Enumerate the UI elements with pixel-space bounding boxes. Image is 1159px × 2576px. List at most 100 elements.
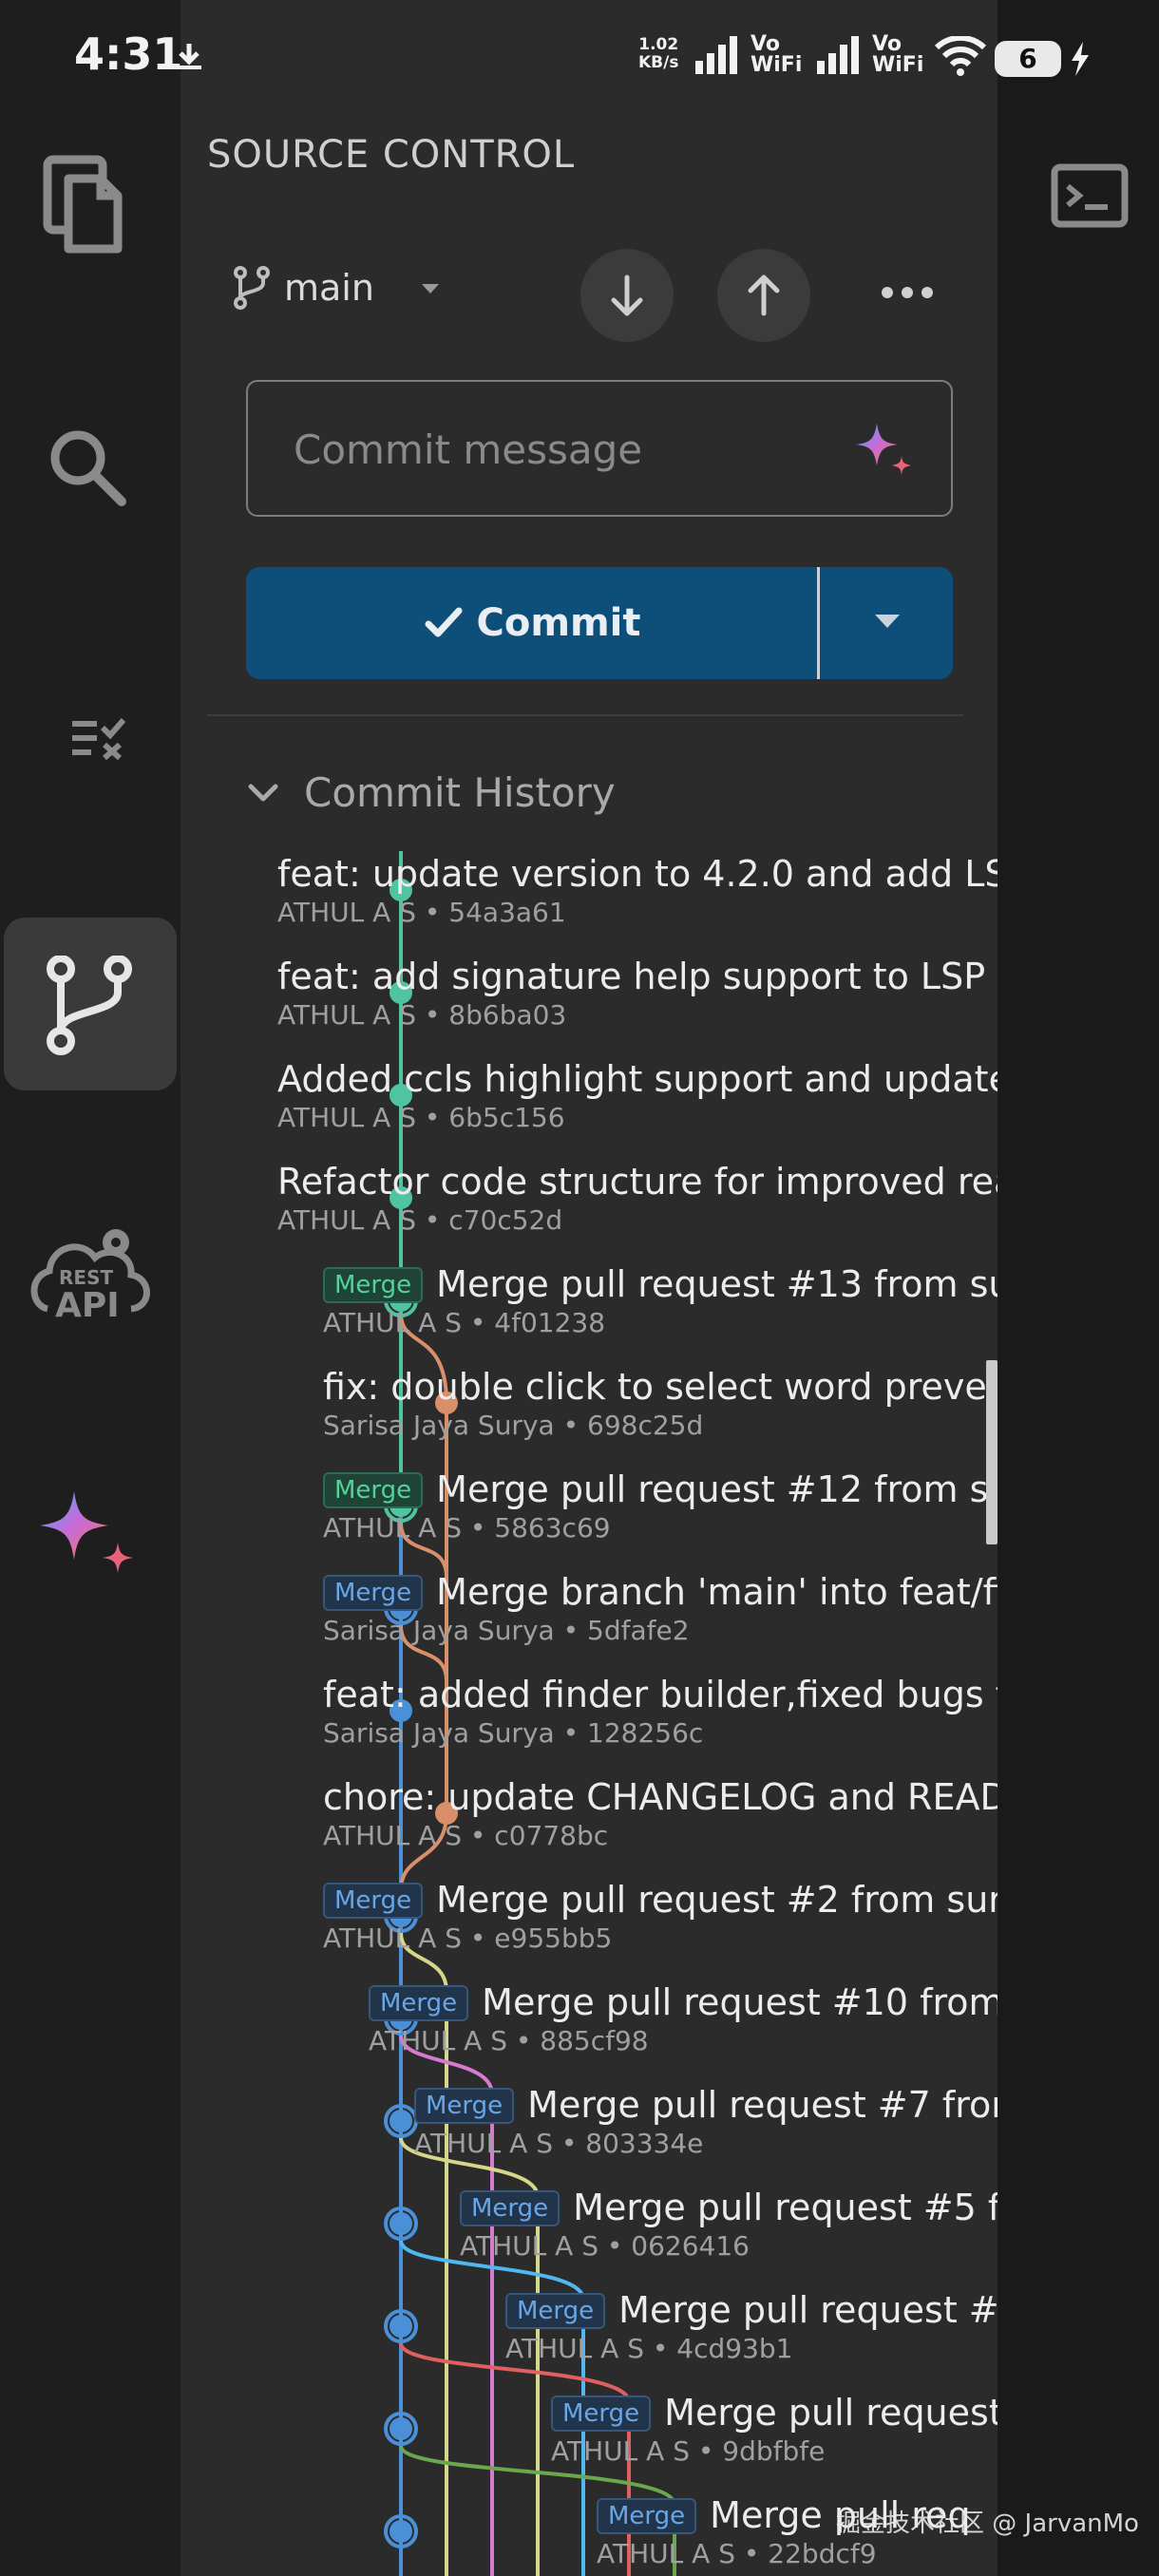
commit-meta: ATHUL A S • 54a3a61 xyxy=(277,897,998,929)
graph-edge xyxy=(399,1932,448,1993)
commit-title-line: Added ccls highlight support and updated xyxy=(277,1058,998,1100)
graph-node xyxy=(390,1186,412,1209)
push-button[interactable] xyxy=(717,249,810,342)
more-options-button[interactable] xyxy=(874,266,940,323)
commit-history-label: Commit History xyxy=(304,769,616,816)
commit-meta: ATHUL A S • 9dbfbfe xyxy=(551,2435,998,2468)
graph-node xyxy=(390,1084,412,1107)
watermark: 掘金技术社区 @ JarvanMo xyxy=(836,2510,1139,2538)
ai-sparkle-icon[interactable] xyxy=(40,1487,139,1590)
status-time: 4:31 xyxy=(74,28,183,80)
commit-options-dropdown[interactable] xyxy=(817,567,953,679)
commit-hash: c0778bc xyxy=(494,1820,609,1851)
graph-edge xyxy=(399,2445,676,2506)
ai-generate-icon[interactable] xyxy=(854,420,917,483)
commit-title: Merge pull request #13 from sur xyxy=(436,1263,998,1305)
pull-button[interactable] xyxy=(580,249,674,342)
commit-history-header[interactable]: Commit History xyxy=(247,769,616,816)
commit-meta: Sarisa Jaya Surya • 698c25d xyxy=(323,1410,998,1442)
graph-edge xyxy=(399,1812,448,1891)
terminal-icon[interactable] xyxy=(1051,163,1129,232)
meta-separator: • xyxy=(415,897,449,928)
commit-title-line: feat: update version to 4.2.0 and add LS… xyxy=(277,853,998,895)
branch-selector[interactable]: main xyxy=(233,266,446,310)
net-speed-unit: KB/s xyxy=(638,53,679,72)
commit-row[interactable]: Refactor code structure for improved rea… xyxy=(277,1161,998,1237)
net-speed: 1.02 KB/s xyxy=(638,36,678,72)
commit-hash: e955bb5 xyxy=(494,1923,613,1954)
commit-hash: 4cd93b1 xyxy=(676,2333,793,2364)
panel-title: SOURCE CONTROL xyxy=(207,133,576,177)
commit-meta: ATHUL A S • 885cf98 xyxy=(369,2025,998,2057)
meta-separator: • xyxy=(554,1410,588,1441)
vowifi-1-top: Vo xyxy=(750,32,780,56)
files-icon[interactable] xyxy=(38,152,137,260)
meta-separator: • xyxy=(415,1204,449,1236)
commit-author: ATHUL A S xyxy=(460,2230,598,2262)
scrollbar-thumb[interactable] xyxy=(986,1360,998,1544)
commit-row[interactable]: fix: double click to select word prevent… xyxy=(323,1366,998,1442)
source-control-icon[interactable] xyxy=(44,955,135,1060)
commit-title: Merge pull request xyxy=(664,2392,998,2434)
graph-edge xyxy=(399,2035,494,2095)
tasks-icon[interactable] xyxy=(68,714,129,766)
commit-hash: 8b6ba03 xyxy=(448,999,567,1031)
commit-title: Merge pull request #10 from s xyxy=(482,1981,998,2023)
commit-meta: ATHUL A S • 803334e xyxy=(414,2128,998,2160)
commit-meta: ATHUL A S • 5863c69 xyxy=(323,1512,998,1544)
commit-row[interactable]: feat: update version to 4.2.0 and add LS… xyxy=(277,853,998,929)
commit-message-field[interactable] xyxy=(246,380,953,517)
meta-separator: • xyxy=(461,1923,495,1954)
commit-button[interactable]: Commit xyxy=(246,567,820,679)
merge-badge: Merge xyxy=(369,1985,469,2021)
check-icon xyxy=(425,607,463,637)
download-icon xyxy=(177,44,201,69)
commit-hash: c70c52d xyxy=(448,1204,563,1236)
right-side-area xyxy=(998,0,1159,2576)
graph-node xyxy=(390,981,412,1004)
graph-edge xyxy=(399,1313,448,1404)
search-icon[interactable] xyxy=(46,426,131,515)
graph-edge xyxy=(399,1522,448,1578)
charging-bolt-icon xyxy=(1072,42,1089,76)
commit-title: chore: update CHANGELOG and READM xyxy=(323,1776,998,1818)
chevron-down-icon xyxy=(248,784,278,801)
commit-author: ATHUL A S xyxy=(277,999,416,1031)
commit-author: ATHUL A S xyxy=(369,2025,507,2056)
rest-api-icon[interactable]: REST API xyxy=(27,1222,152,1328)
commit-title: Merge pull request #12 from sur xyxy=(436,1468,998,1510)
commit-hash: 5dfafe2 xyxy=(587,1615,690,1646)
commit-meta: ATHUL A S • 4f01238 xyxy=(323,1307,998,1339)
commit-row[interactable]: Added ccls highlight support and updated… xyxy=(277,1058,998,1134)
commit-row[interactable]: feat: add signature help support to LSP … xyxy=(277,956,998,1032)
commit-author: ATHUL A S xyxy=(414,2128,553,2159)
wifi-icon xyxy=(935,36,986,76)
vowifi-label-1: Vo WiFi xyxy=(750,34,802,76)
commit-hash: 9dbfbfe xyxy=(722,2435,826,2467)
commit-message-input[interactable] xyxy=(292,412,827,486)
commit-meta: ATHUL A S • c0778bc xyxy=(323,1820,998,1852)
caret-down-icon xyxy=(875,615,900,628)
section-divider xyxy=(207,714,963,716)
meta-separator: • xyxy=(506,2025,541,2056)
graph-node xyxy=(435,1802,458,1825)
commit-meta: ATHUL A S • c70c52d xyxy=(277,1204,998,1237)
commit-row[interactable]: feat: added finder builder,fixed bugs fi… xyxy=(323,1674,998,1750)
